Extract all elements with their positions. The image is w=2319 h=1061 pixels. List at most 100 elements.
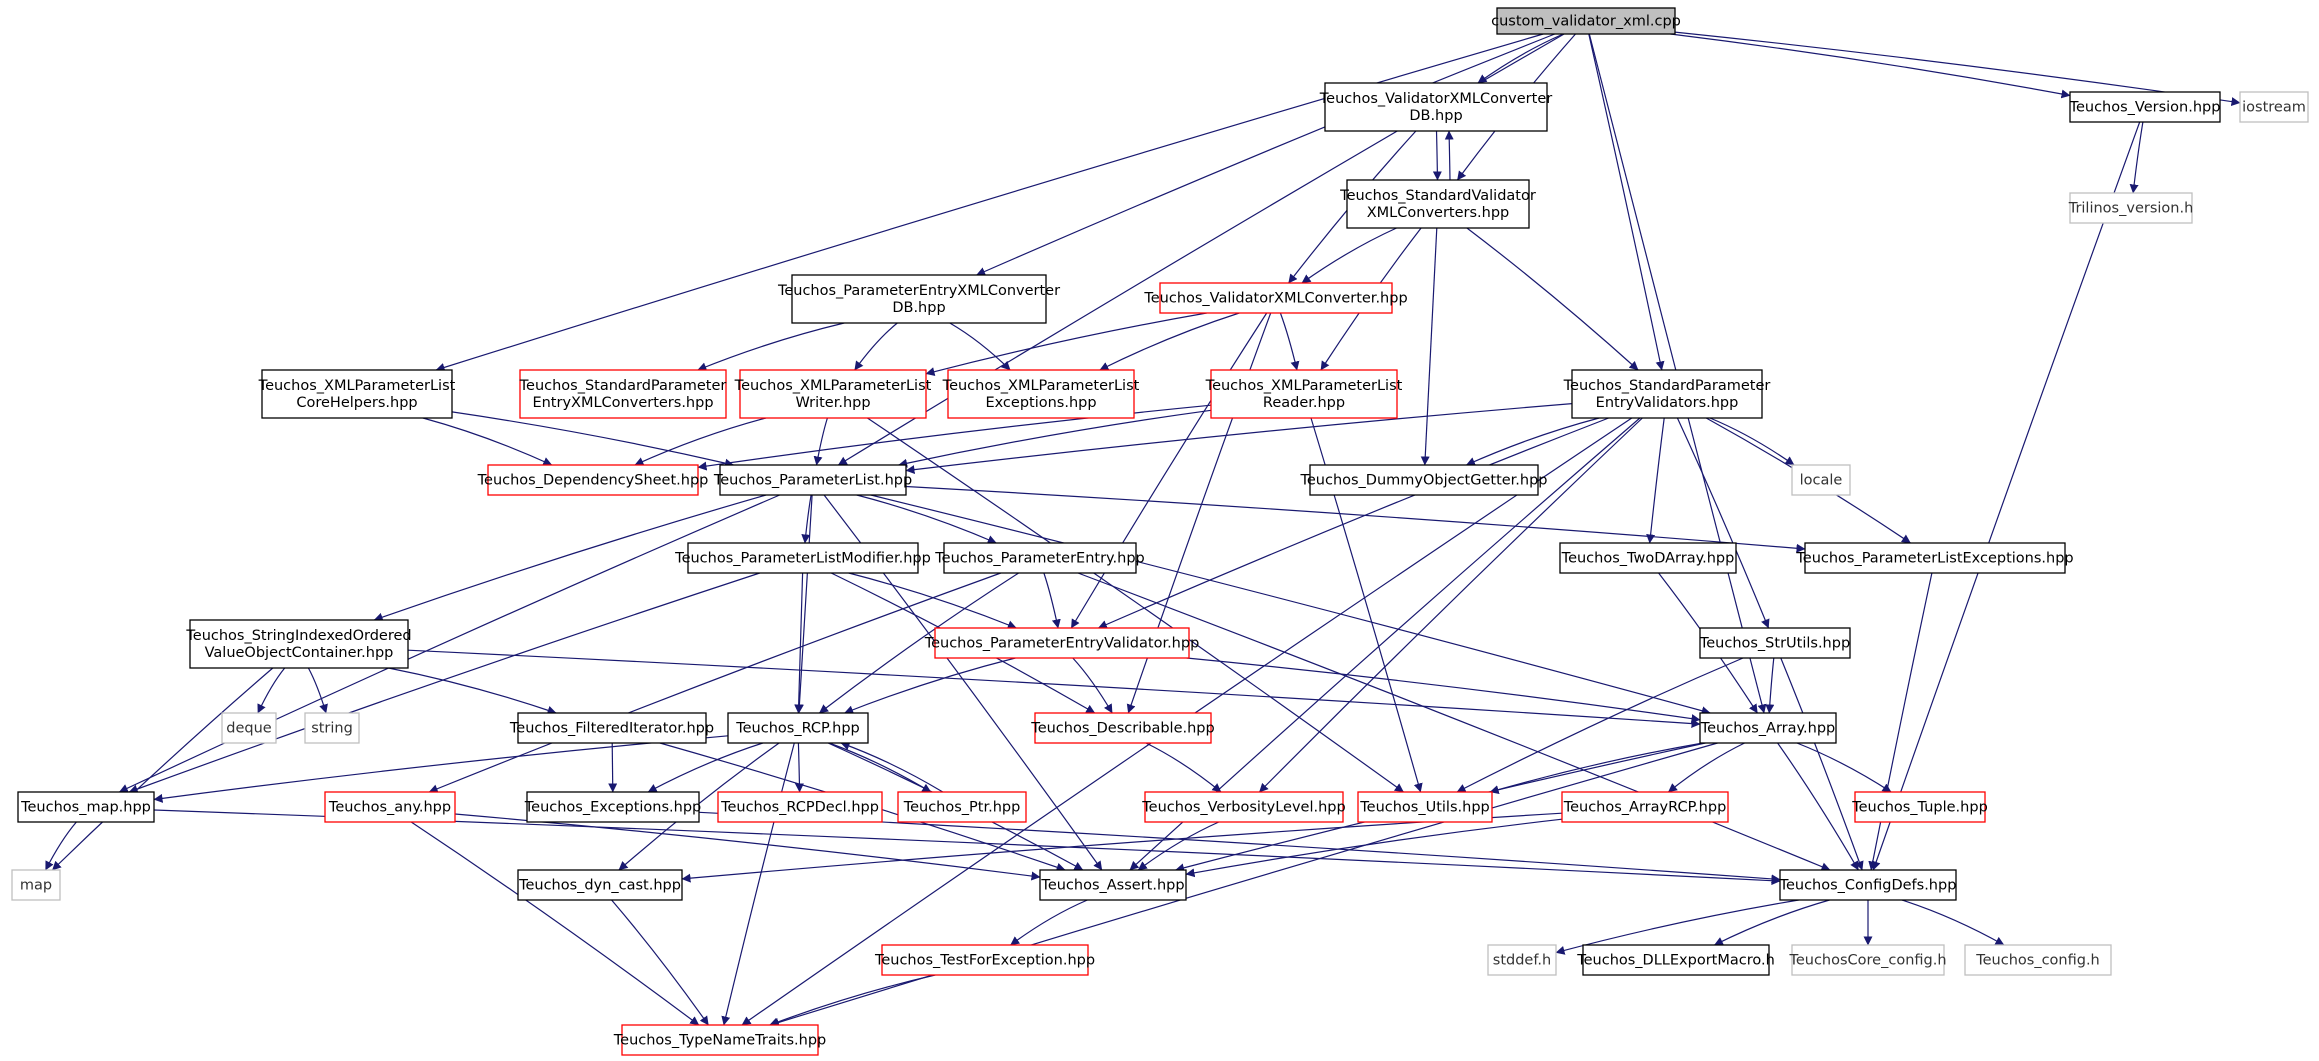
- node-any[interactable]: Teuchos_any.hpp: [324, 791, 456, 823]
- node-box-plmod[interactable]: [687, 542, 919, 574]
- node-box-ptr[interactable]: [897, 791, 1027, 823]
- node-svxc[interactable]: Teuchos_StandardValidatorXMLConverters.h…: [1339, 179, 1536, 229]
- node-assert[interactable]: Teuchos_Assert.hpp: [1039, 869, 1187, 901]
- node-box-version[interactable]: [2069, 91, 2221, 123]
- node-root[interactable]: custom_validator_xml.cpp: [1491, 7, 1681, 35]
- node-arrayrcp[interactable]: Teuchos_ArrayRCP.hpp: [1561, 791, 1729, 823]
- node-box-configdefs[interactable]: [1779, 869, 1957, 901]
- node-box-tconfig[interactable]: [1964, 944, 2112, 976]
- node-box-arrayrcp[interactable]: [1561, 791, 1729, 823]
- node-dllexport[interactable]: Teuchos_DLLExportMacro.h: [1576, 944, 1775, 976]
- node-twod[interactable]: Teuchos_TwoDArray.hpp: [1559, 542, 1737, 574]
- node-box-any[interactable]: [324, 791, 456, 823]
- node-box-testforexc[interactable]: [881, 944, 1089, 976]
- node-stddef[interactable]: stddef.h: [1487, 944, 1557, 976]
- node-plist[interactable]: Teuchos_ParameterList.hpp: [713, 464, 912, 496]
- node-verbosity[interactable]: Teuchos_VerbosityLevel.hpp: [1141, 791, 1346, 823]
- node-locale[interactable]: locale: [1791, 464, 1851, 496]
- node-rcpdecl[interactable]: Teuchos_RCPDecl.hpp: [717, 791, 883, 823]
- node-box-vxc[interactable]: [1159, 282, 1393, 314]
- node-vxc[interactable]: Teuchos_ValidatorXMLConverter.hpp: [1143, 282, 1408, 314]
- node-exceptions[interactable]: Teuchos_Exceptions.hpp: [524, 791, 701, 823]
- node-box-xplch[interactable]: [261, 369, 453, 419]
- node-box-xple[interactable]: [947, 369, 1135, 419]
- node-iostream[interactable]: iostream: [2239, 91, 2309, 123]
- node-box-vxcdb[interactable]: [1324, 82, 1548, 132]
- node-testforexc[interactable]: Teuchos_TestForException.hpp: [874, 944, 1095, 976]
- node-box-deque[interactable]: [221, 712, 277, 744]
- node-depsheet[interactable]: Teuchos_DependencySheet.hpp: [477, 464, 709, 496]
- node-box-dummy[interactable]: [1309, 464, 1539, 496]
- node-box-exceptions[interactable]: [526, 791, 700, 823]
- node-box-filtit[interactable]: [517, 712, 707, 744]
- node-box-pexcdb[interactable]: [791, 274, 1047, 324]
- node-box-iostream[interactable]: [2239, 91, 2309, 123]
- node-dummy[interactable]: Teuchos_DummyObjectGetter.hpp: [1299, 464, 1548, 496]
- node-trilinos[interactable]: Trilinos_version.h: [2068, 192, 2194, 224]
- node-box-stddef[interactable]: [1487, 944, 1557, 976]
- node-box-plexc[interactable]: [1804, 542, 2066, 574]
- node-spev[interactable]: Teuchos_StandardParameterEntryValidators…: [1563, 369, 1771, 419]
- node-box-utils[interactable]: [1357, 791, 1493, 823]
- node-deque[interactable]: deque: [221, 712, 277, 744]
- node-version[interactable]: Teuchos_Version.hpp: [2069, 91, 2221, 123]
- node-box-plist[interactable]: [719, 464, 907, 496]
- node-box-rcp[interactable]: [727, 712, 869, 744]
- node-string[interactable]: string: [304, 712, 360, 744]
- node-box-xplw[interactable]: [739, 369, 927, 419]
- node-rcp[interactable]: Teuchos_RCP.hpp: [727, 712, 869, 744]
- node-box-assert[interactable]: [1039, 869, 1187, 901]
- node-box-typename[interactable]: [621, 1024, 819, 1056]
- node-box-coreconfig[interactable]: [1791, 944, 1945, 976]
- node-configdefs[interactable]: Teuchos_ConfigDefs.hpp: [1779, 869, 1957, 901]
- node-box-sio[interactable]: [189, 619, 409, 669]
- node-box-map_hpp[interactable]: [17, 791, 155, 823]
- node-box-locale[interactable]: [1791, 464, 1851, 496]
- node-box-describable[interactable]: [1034, 712, 1212, 744]
- node-tuple[interactable]: Teuchos_Tuple.hpp: [1851, 791, 1988, 823]
- node-box-pev[interactable]: [934, 627, 1190, 659]
- node-sio[interactable]: Teuchos_StringIndexedOrderedValueObjectC…: [185, 619, 412, 669]
- node-box-root[interactable]: [1496, 7, 1676, 35]
- node-box-map[interactable]: [11, 869, 61, 901]
- node-tconfig[interactable]: Teuchos_config.h: [1964, 944, 2112, 976]
- node-box-depsheet[interactable]: [487, 464, 699, 496]
- node-map_hpp[interactable]: Teuchos_map.hpp: [17, 791, 155, 823]
- node-strutils[interactable]: Teuchos_StrUtils.hpp: [1699, 627, 1851, 659]
- node-array[interactable]: Teuchos_Array.hpp: [1699, 712, 1837, 744]
- node-plmod[interactable]: Teuchos_ParameterListModifier.hpp: [674, 542, 931, 574]
- node-dyncast[interactable]: Teuchos_dyn_cast.hpp: [517, 869, 683, 901]
- node-box-trilinos[interactable]: [2069, 192, 2193, 224]
- node-describable[interactable]: Teuchos_Describable.hpp: [1030, 712, 1215, 744]
- node-box-tuple[interactable]: [1854, 791, 1986, 823]
- node-box-array[interactable]: [1699, 712, 1837, 744]
- node-box-twod[interactable]: [1559, 542, 1737, 574]
- node-box-rcpdecl[interactable]: [717, 791, 883, 823]
- node-coreconfig[interactable]: TeuchosCore_config.h: [1788, 944, 1947, 976]
- node-map[interactable]: map: [11, 869, 61, 901]
- node-utils[interactable]: Teuchos_Utils.hpp: [1357, 791, 1493, 823]
- node-box-pentry[interactable]: [943, 542, 1137, 574]
- node-pentry[interactable]: Teuchos_ParameterEntry.hpp: [934, 542, 1145, 574]
- node-box-dyncast[interactable]: [517, 869, 683, 901]
- node-box-verbosity[interactable]: [1144, 791, 1344, 823]
- node-spexc[interactable]: Teuchos_StandardParameterEntryXMLConvert…: [519, 369, 727, 419]
- node-box-string[interactable]: [304, 712, 360, 744]
- node-box-spexc[interactable]: [519, 369, 727, 419]
- node-filtit[interactable]: Teuchos_FilteredIterator.hpp: [509, 712, 714, 744]
- node-box-svxc[interactable]: [1346, 179, 1530, 229]
- node-pev[interactable]: Teuchos_ParameterEntryValidator.hpp: [924, 627, 1200, 659]
- node-box-xplr[interactable]: [1210, 369, 1398, 419]
- node-plexc[interactable]: Teuchos_ParameterListExceptions.hpp: [1795, 542, 2074, 574]
- node-box-strutils[interactable]: [1699, 627, 1851, 659]
- node-ptr[interactable]: Teuchos_Ptr.hpp: [897, 791, 1027, 823]
- node-box-dllexport[interactable]: [1582, 944, 1770, 976]
- node-typename[interactable]: Teuchos_TypeNameTraits.hpp: [613, 1024, 826, 1056]
- node-box-spev[interactable]: [1571, 369, 1763, 419]
